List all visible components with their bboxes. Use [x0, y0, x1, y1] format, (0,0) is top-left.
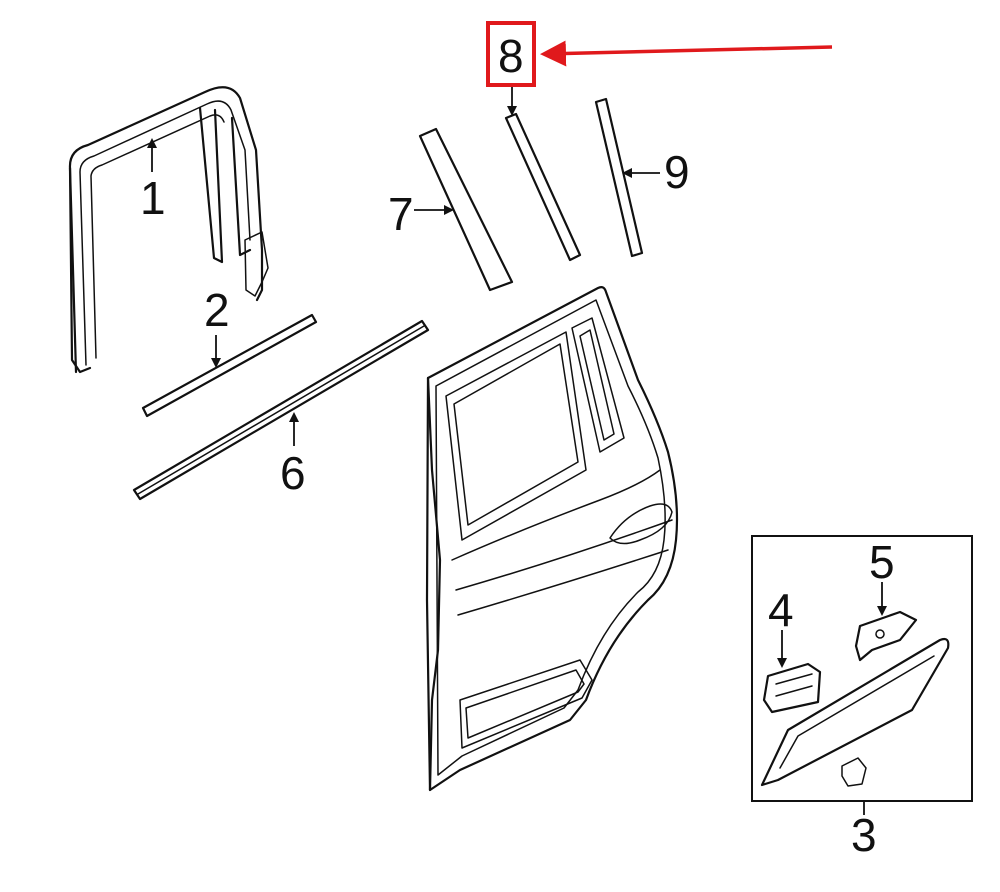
callout-3: 3 [851, 809, 877, 861]
highlight-callout-8 [486, 21, 833, 87]
callout-6: 6 [280, 447, 306, 499]
inset-box [751, 535, 973, 802]
part-2-inner-belt-strip [141, 313, 318, 418]
rear-door-shell [425, 286, 679, 792]
callout-5: 5 [869, 536, 895, 588]
callout-4: 4 [768, 584, 794, 636]
callout-9: 9 [664, 146, 690, 198]
callout-7: 7 [388, 188, 414, 240]
callout-1: 1 [140, 172, 166, 224]
highlight-box [486, 21, 536, 87]
part-7-pillar-trim [418, 127, 514, 292]
callout-2: 2 [204, 284, 230, 336]
leader-lines [147, 86, 887, 815]
part-1-glass-run-channel [68, 86, 269, 374]
callout-8: 8 [498, 30, 524, 82]
part-8-pillar-strip [504, 112, 582, 262]
part-9-channel-strip [594, 97, 644, 258]
part-6-outer-belt-moulding [132, 319, 430, 501]
highlight-arrow [540, 40, 833, 67]
